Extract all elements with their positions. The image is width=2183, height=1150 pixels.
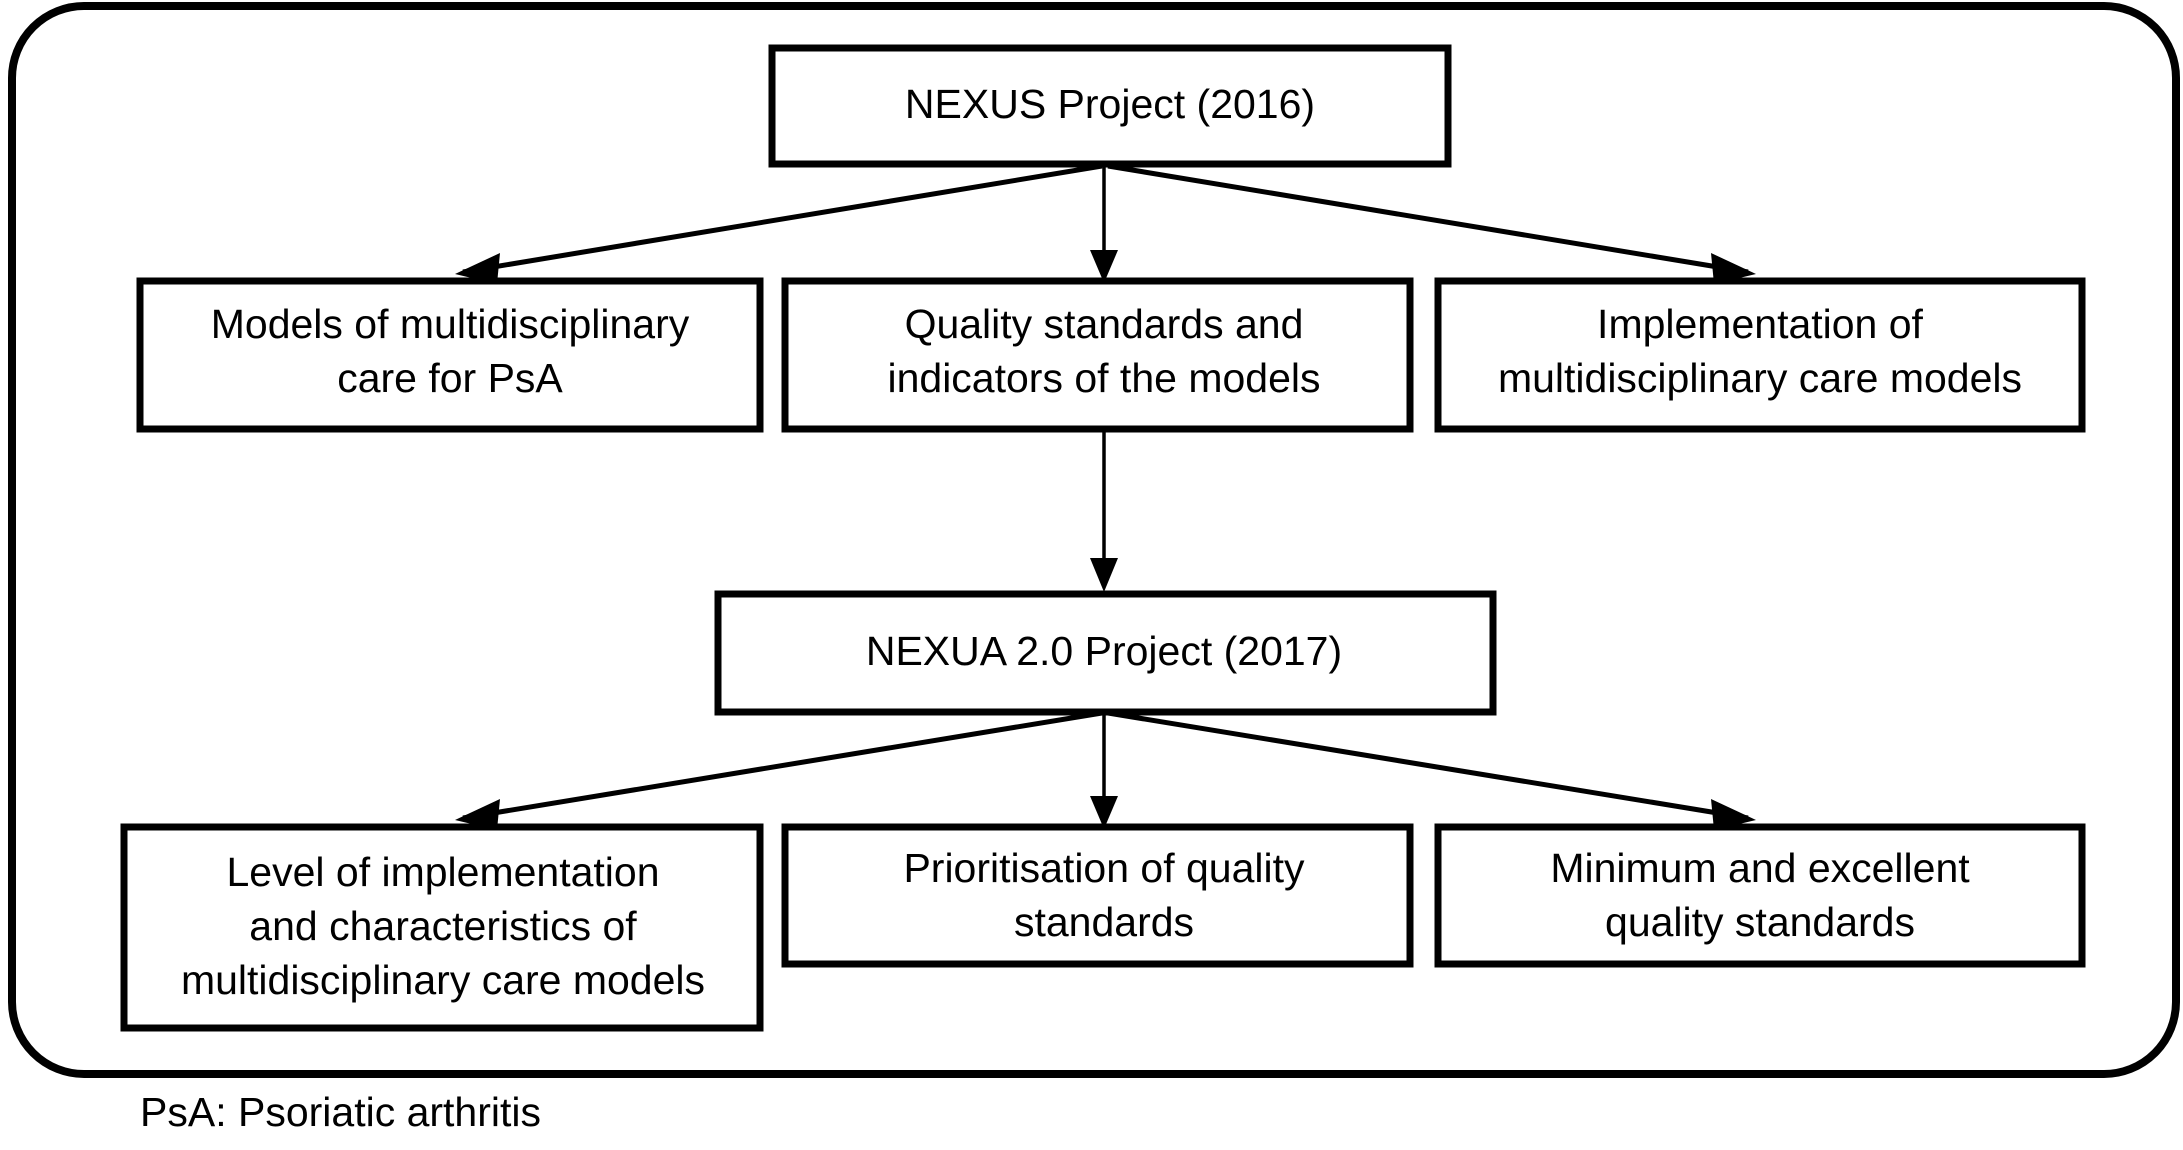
node-minimum-excellent-box [1434, 823, 2086, 968]
node-models-of-care-label-line-1: Models of multidisciplinary [211, 301, 690, 347]
footnote-psa-abbreviation: PsA: Psoriatic arthritis [140, 1089, 541, 1135]
node-level-of-implementation-label-line-3: multidisciplinary care models [181, 957, 705, 1003]
node-implementation: Implementation of multidisciplinary care… [1434, 277, 2086, 433]
node-minimum-excellent: Minimum and excellent quality standards [1434, 823, 2086, 968]
node-implementation-label-line-1: Implementation of [1597, 301, 1924, 347]
node-minimum-excellent-label-line-1: Minimum and excellent [1550, 845, 1970, 891]
edge-quality-to-nexua [1090, 429, 1118, 592]
edge-nexua-to-minimum [1107, 710, 1756, 830]
node-prioritisation-box [781, 823, 1414, 968]
node-level-of-implementation: Level of implementation and characterist… [120, 823, 764, 1032]
node-quality-standards-box [781, 277, 1414, 433]
node-quality-standards-label-line-2: indicators of the models [887, 355, 1320, 401]
node-nexua-2-project-label: NEXUA 2.0 Project (2017) [866, 628, 1342, 674]
node-models-of-care-box [136, 277, 764, 433]
edge-nexua-to-prioritisation [1090, 713, 1118, 829]
node-quality-standards-label-line-1: Quality standards and [905, 301, 1304, 347]
node-implementation-box [1434, 277, 2086, 433]
edge-nexus-to-implementation [1107, 163, 1756, 284]
node-nexua-2-project: NEXUA 2.0 Project (2017) [714, 590, 1497, 716]
node-models-of-care-label-line-2: care for PsA [337, 355, 563, 401]
edge-nexua-to-level [455, 710, 1103, 830]
node-prioritisation: Prioritisation of quality standards [781, 823, 1414, 968]
node-nexus-project: NEXUS Project (2016) [768, 44, 1452, 168]
node-implementation-label-line-2: multidisciplinary care models [1498, 355, 2022, 401]
node-nexua-2-project-box [714, 590, 1497, 716]
node-minimum-excellent-label-line-2: quality standards [1605, 899, 1915, 945]
node-level-of-implementation-box [120, 823, 764, 1032]
edge-nexus-to-models [455, 163, 1103, 284]
node-nexus-project-label: NEXUS Project (2016) [905, 81, 1315, 127]
node-prioritisation-label-line-1: Prioritisation of quality [903, 845, 1305, 891]
edge-nexus-to-quality [1090, 166, 1118, 283]
node-level-of-implementation-label-line-1: Level of implementation [226, 849, 659, 895]
node-prioritisation-label-line-2: standards [1014, 899, 1194, 945]
node-models-of-care: Models of multidisciplinary care for PsA [136, 277, 764, 433]
outer-container [8, 2, 2180, 1078]
node-quality-standards: Quality standards and indicators of the … [781, 277, 1414, 433]
node-level-of-implementation-label-line-2: and characteristics of [249, 903, 637, 949]
